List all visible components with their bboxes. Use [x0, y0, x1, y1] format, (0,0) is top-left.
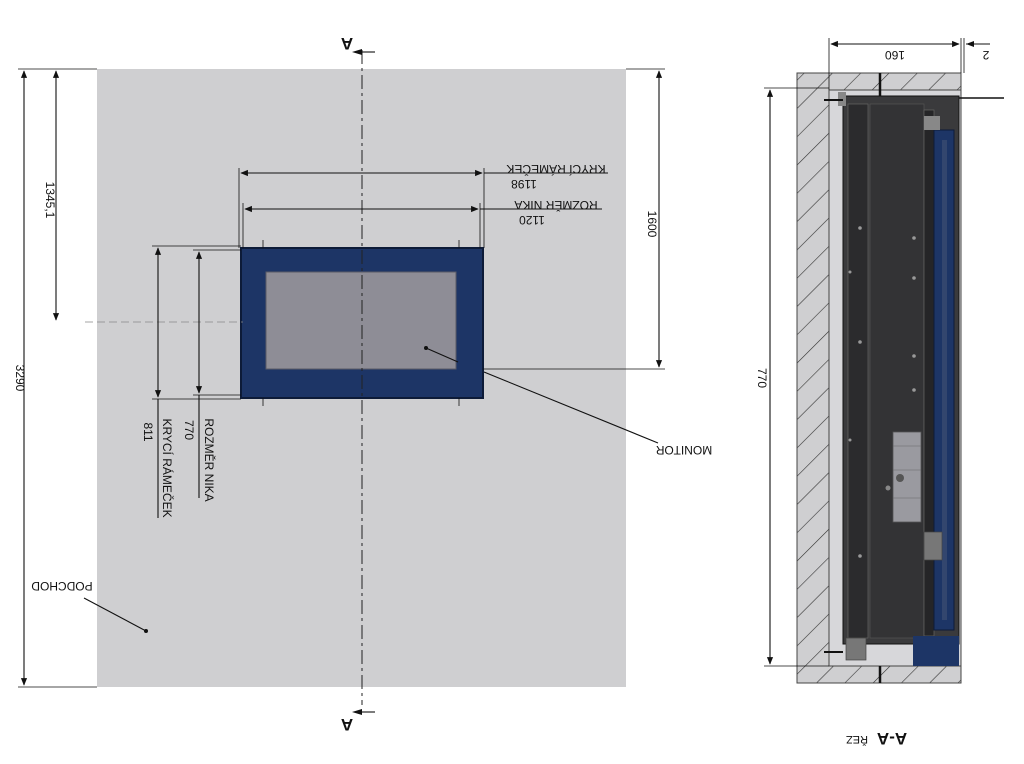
dim-to-center: 1345,1 — [43, 70, 60, 321]
monitor-screen — [265, 271, 457, 370]
section-view: 160 2 770 A-A ŘEZ — [755, 38, 1004, 748]
dim-section-height: 770 — [755, 87, 829, 667]
svg-text:811: 811 — [141, 422, 155, 441]
dim-right-height: 1600 — [483, 68, 665, 370]
svg-text:160: 160 — [885, 48, 905, 62]
svg-text:KRYCÍ RÁMEČEK: KRYCÍ RÁMEČEK — [160, 418, 175, 517]
section-marker-top: A — [341, 34, 375, 55]
svg-text:MONITOR: MONITOR — [655, 443, 712, 457]
front-view: A A 3290 1345,1 1600 — [13, 34, 712, 734]
svg-text:ROZMĚR NIKA: ROZMĚR NIKA — [514, 198, 597, 213]
svg-text:1345,1: 1345,1 — [43, 182, 57, 219]
section-marker-bottom: A — [341, 709, 375, 734]
svg-text:770: 770 — [755, 368, 769, 388]
svg-text:2: 2 — [982, 48, 989, 62]
svg-text:ROZMĚR NIKA: ROZMĚR NIKA — [202, 418, 217, 501]
svg-text:1120: 1120 — [519, 213, 545, 227]
dim-niche-width: 1120 ROZMĚR NIKA — [242, 198, 602, 248]
svg-text:KRYCÍ RÁMEČEK: KRYCÍ RÁMEČEK — [506, 162, 605, 177]
svg-text:PODCHOD: PODCHOD — [31, 579, 93, 593]
svg-text:A: A — [341, 34, 353, 53]
svg-text:ŘEZ: ŘEZ — [846, 733, 868, 746]
dim-frame-height: 811 KRYCÍ RÁMEČEK — [141, 245, 241, 518]
dim-frame-width: 1198 KRYCÍ RÁMEČEK — [238, 162, 608, 248]
dim-niche-height: 770 ROZMĚR NIKA — [182, 249, 241, 502]
dim-total-height: 3290 — [13, 68, 97, 688]
svg-text:1198: 1198 — [511, 177, 537, 191]
dim-section-depth: 160 — [828, 38, 962, 90]
underpass-leader: PODCHOD — [31, 579, 148, 633]
dim-section-gap: 2 — [963, 38, 990, 73]
svg-text:A-A: A-A — [877, 729, 907, 748]
svg-text:A: A — [341, 715, 353, 734]
svg-text:3290: 3290 — [13, 365, 27, 392]
svg-text:1600: 1600 — [645, 211, 659, 238]
monitor-leader: MONITOR — [424, 346, 712, 457]
section-title: A-A ŘEZ — [846, 729, 907, 748]
svg-text:770: 770 — [182, 420, 196, 440]
